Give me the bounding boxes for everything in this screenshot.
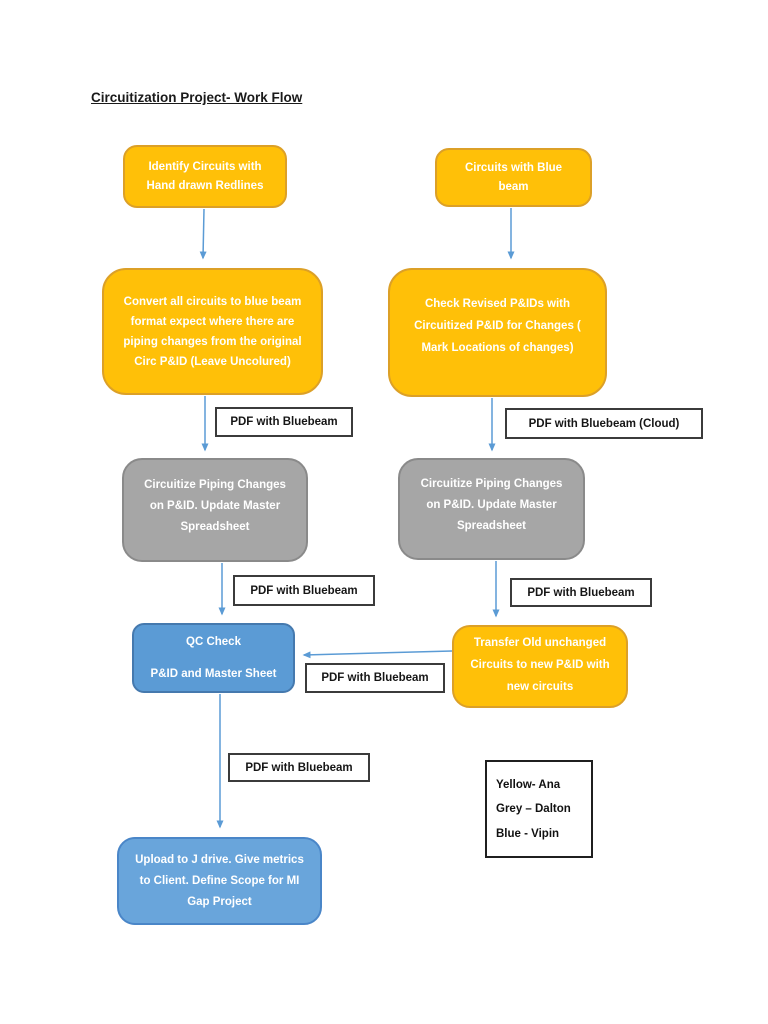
node-circuitize-piping-right: Circuitize Piping Changes on P&ID. Updat… bbox=[398, 458, 585, 560]
node-qc-check-line1: QC Check bbox=[186, 635, 241, 648]
edge-label-pdf-bluebeam-5: PDF with Bluebeam bbox=[228, 753, 370, 782]
arrow-identify-to-convert bbox=[199, 208, 207, 260]
node-identify-circuits: Identify Circuits with Hand drawn Redlin… bbox=[123, 145, 287, 208]
node-identify-circuits-text: Identify Circuits with Hand drawn Redlin… bbox=[146, 160, 264, 192]
node-transfer-old-circuits-text: Transfer Old unchanged Circuits to new P… bbox=[470, 636, 610, 693]
legend-box: Yellow- Ana Grey – Dalton Blue - Vipin bbox=[485, 760, 593, 858]
node-convert-circuits-text: Convert all circuits to blue beam format… bbox=[123, 295, 302, 368]
node-upload-j-drive: Upload to J drive. Give metrics to Clien… bbox=[117, 837, 322, 925]
edge-label-pdf-bluebeam-3: PDF with Bluebeam bbox=[510, 578, 652, 607]
legend-item-grey: Grey – Dalton bbox=[496, 803, 571, 815]
node-qc-check-line2: P&ID and Master Sheet bbox=[150, 667, 277, 680]
legend-item-yellow: Yellow- Ana bbox=[496, 778, 561, 791]
node-upload-j-drive-text: Upload to J drive. Give metrics to Clien… bbox=[135, 853, 304, 908]
node-circuitize-piping-left: Circuitize Piping Changes on P&ID. Updat… bbox=[122, 458, 308, 562]
node-circuitize-piping-left-text: Circuitize Piping Changes on P&ID. Updat… bbox=[144, 478, 286, 533]
edge-label-pdf-bluebeam-4: PDF with Bluebeam bbox=[305, 663, 445, 693]
node-circuitize-piping-right-text: Circuitize Piping Changes on P&ID. Updat… bbox=[420, 477, 563, 532]
legend-item-blue: Blue - Vipin bbox=[496, 827, 560, 840]
node-transfer-old-circuits: Transfer Old unchanged Circuits to new P… bbox=[452, 625, 628, 708]
edge-label-pdf-bluebeam-1: PDF with Bluebeam bbox=[215, 407, 353, 437]
page-title: Circuitization Project- Work Flow bbox=[91, 90, 303, 105]
edge-label-pdf-bluebeam-cloud: PDF with Bluebeam (Cloud) bbox=[505, 408, 703, 439]
node-check-revised-pids-text: Check Revised P&IDs with Circuitized P&I… bbox=[414, 297, 581, 354]
node-convert-circuits: Convert all circuits to blue beam format… bbox=[102, 268, 323, 395]
edge-label-pdf-bluebeam-2: PDF with Bluebeam bbox=[233, 575, 375, 606]
node-check-revised-pids: Check Revised P&IDs with Circuitized P&I… bbox=[388, 268, 607, 397]
node-circuits-with-bluebeam: Circuits with Blue beam bbox=[435, 148, 592, 207]
node-circuits-with-bluebeam-text: Circuits with Blue beam bbox=[464, 161, 563, 193]
node-qc-check: QC Check P&ID and Master Sheet bbox=[132, 623, 295, 693]
arrow-transfer-to-qc bbox=[302, 650, 453, 659]
